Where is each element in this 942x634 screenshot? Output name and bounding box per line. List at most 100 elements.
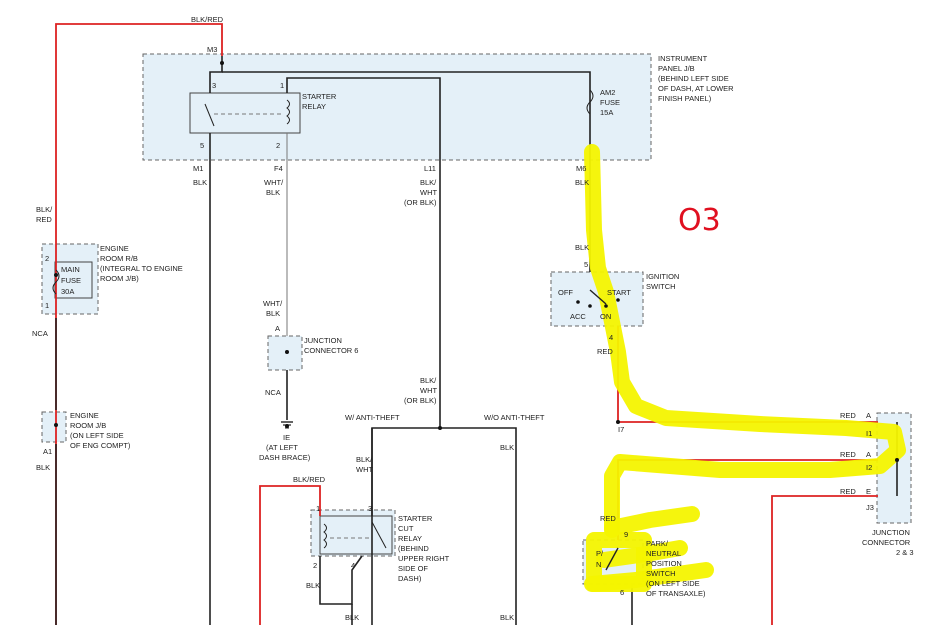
ip-label-0: INSTRUMENT [658, 54, 708, 63]
wire-m1-label: BLK [193, 178, 207, 187]
am2-label-0: AM2 [600, 88, 615, 97]
splice-main-fuse [54, 273, 58, 277]
ip-label-1: PANEL J/B [658, 64, 695, 73]
i7-label: I7 [618, 425, 624, 434]
cut-relay-pin-4: 4 [351, 561, 355, 570]
wire-label-top: BLK/RED [191, 15, 224, 24]
splice-i7 [616, 420, 620, 424]
cut-relay-switch-icon [371, 521, 387, 549]
cut-relay-label-0: STARTER [398, 514, 433, 523]
wire-relay-l11 [286, 77, 441, 160]
er-rb-label-0: ENGINE [100, 244, 129, 253]
jc6-pin-a: A [275, 324, 280, 333]
relay-pin-5: 5 [200, 141, 204, 150]
wire-l11-2-label-2: (OR BLK) [404, 396, 437, 405]
wire-nca-mid-label: NCA [265, 388, 281, 397]
ign-contact-start [616, 298, 620, 302]
pnp-label-4: (ON LEFT SIDE [646, 579, 700, 588]
main-fuse-label-2: 30A [61, 287, 74, 296]
er-jb-label-3: OF ENG COMPT) [70, 441, 131, 450]
relay-pin-1: 1 [280, 81, 284, 90]
wire-a1-label: BLK [36, 463, 50, 472]
main-fuse-label-0: MAIN [61, 265, 80, 274]
cut-relay-label-6: DASH) [398, 574, 422, 583]
er-rb-pin-2: 2 [45, 254, 49, 263]
cut-relay-label-3: (BEHIND [398, 544, 429, 553]
ign-on: ON [600, 312, 611, 321]
cut-relay-label-1: CUT [398, 524, 414, 533]
jc23-label-2: 2 & 3 [896, 548, 914, 557]
wire-l11-label-2: (OR BLK) [404, 198, 437, 207]
wire-pnp-red-label: RED [600, 514, 616, 523]
wire-l11-label-1: WHT [420, 188, 437, 197]
er-jb-label-1: ROOM J/B [70, 421, 106, 430]
wire-f4-label-0: WHT/ [264, 178, 284, 187]
er-rb-label-3: ROOM J/B) [100, 274, 139, 283]
pnp-pos-n: N [596, 560, 601, 569]
wire-anti-theft-split [371, 427, 517, 625]
jc-pin-a2: A [866, 450, 871, 459]
am2-label-2: 15A [600, 108, 613, 117]
pnp-switch-blade-icon [605, 547, 619, 571]
wire-l11-label-0: BLK/ [420, 178, 437, 187]
junction-connector-6-box [267, 335, 303, 371]
pnp-pin-9: 9 [624, 530, 628, 539]
w-anti-theft-label: W/ ANTI-THEFT [345, 413, 400, 422]
jc-pin-a1: A [866, 411, 871, 420]
splice-jc6 [285, 350, 289, 354]
wire-m6-label: BLK [575, 178, 589, 187]
pnp-label-1: NEUTRAL [646, 549, 681, 558]
wire-left-label-0: BLK/ [36, 205, 53, 214]
wire-blk-red-cut [259, 485, 321, 625]
ign-off: OFF [558, 288, 573, 297]
jc-code-j3: J3 [866, 503, 874, 512]
wire-blk-wht-0: BLK/ [356, 455, 373, 464]
wire-blk-wht-1: WHT [356, 465, 373, 474]
cut-relay-label-4: UPPER RIGHT [398, 554, 450, 563]
conn-l11: L11 [424, 164, 436, 173]
relay-switch-icon [204, 103, 215, 127]
ground-label-0: (AT LEFT [266, 443, 298, 452]
pnp-label-0: PARK/ [646, 539, 669, 548]
handwritten-note: O3 [678, 203, 721, 238]
main-fuse-label-1: FUSE [61, 276, 81, 285]
wire-left-label-1: RED [36, 215, 52, 224]
wire-blk-wo-label: BLK [500, 443, 514, 452]
ign-pin-5: 5 [584, 260, 588, 269]
cut-relay-pin-2: 2 [313, 561, 317, 570]
wire-jc-red-1: RED [840, 411, 856, 420]
wire-ign-red-label: RED [597, 347, 613, 356]
engine-room-jb-box [41, 411, 67, 443]
ground-code: IE [283, 433, 290, 442]
wire-l11-2-label-1: WHT [420, 386, 437, 395]
cut-relay-label-5: SIDE OF [398, 564, 428, 573]
splice-anti-theft [438, 426, 442, 430]
er-rb-pin-1: 1 [45, 301, 49, 310]
wire-blk-bottom-right-label: BLK [500, 613, 514, 622]
yellow-highlight-path [584, 144, 906, 538]
ign-contact-off [576, 300, 580, 304]
am2-label-1: FUSE [600, 98, 620, 107]
cut-relay-pin-1: 1 [316, 504, 320, 513]
pnp-pos-p: P/ [596, 549, 604, 558]
wire-l11-2-label-0: BLK/ [420, 376, 437, 385]
jc6-label-1: CONNECTOR 6 [304, 346, 358, 355]
cut-relay-label-2: RELAY [398, 534, 422, 543]
yellow-highlight-pnp [586, 532, 652, 592]
jc23-label-0: JUNCTION [872, 528, 910, 537]
wire-blk-pin2-label: BLK [306, 581, 320, 590]
conn-m1: M1 [193, 164, 203, 173]
wire-f4-label-1: BLK [266, 188, 280, 197]
splice-ground [285, 424, 289, 428]
er-rb-label-2: (INTEGRAL TO ENGINE [100, 264, 183, 273]
relay-coil-icon [286, 99, 290, 125]
relay-pin-3: 3 [212, 81, 216, 90]
wo-anti-theft-label: W/O ANTI-THEFT [484, 413, 545, 422]
ign-pin-4: 4 [609, 333, 613, 342]
ign-label-0: IGNITION [646, 272, 679, 281]
jc-pin-e: E [866, 487, 871, 496]
cut-relay-coil-icon [323, 523, 327, 549]
yellow-highlight-stroke-1 [604, 506, 700, 536]
ign-start: START [607, 288, 631, 297]
